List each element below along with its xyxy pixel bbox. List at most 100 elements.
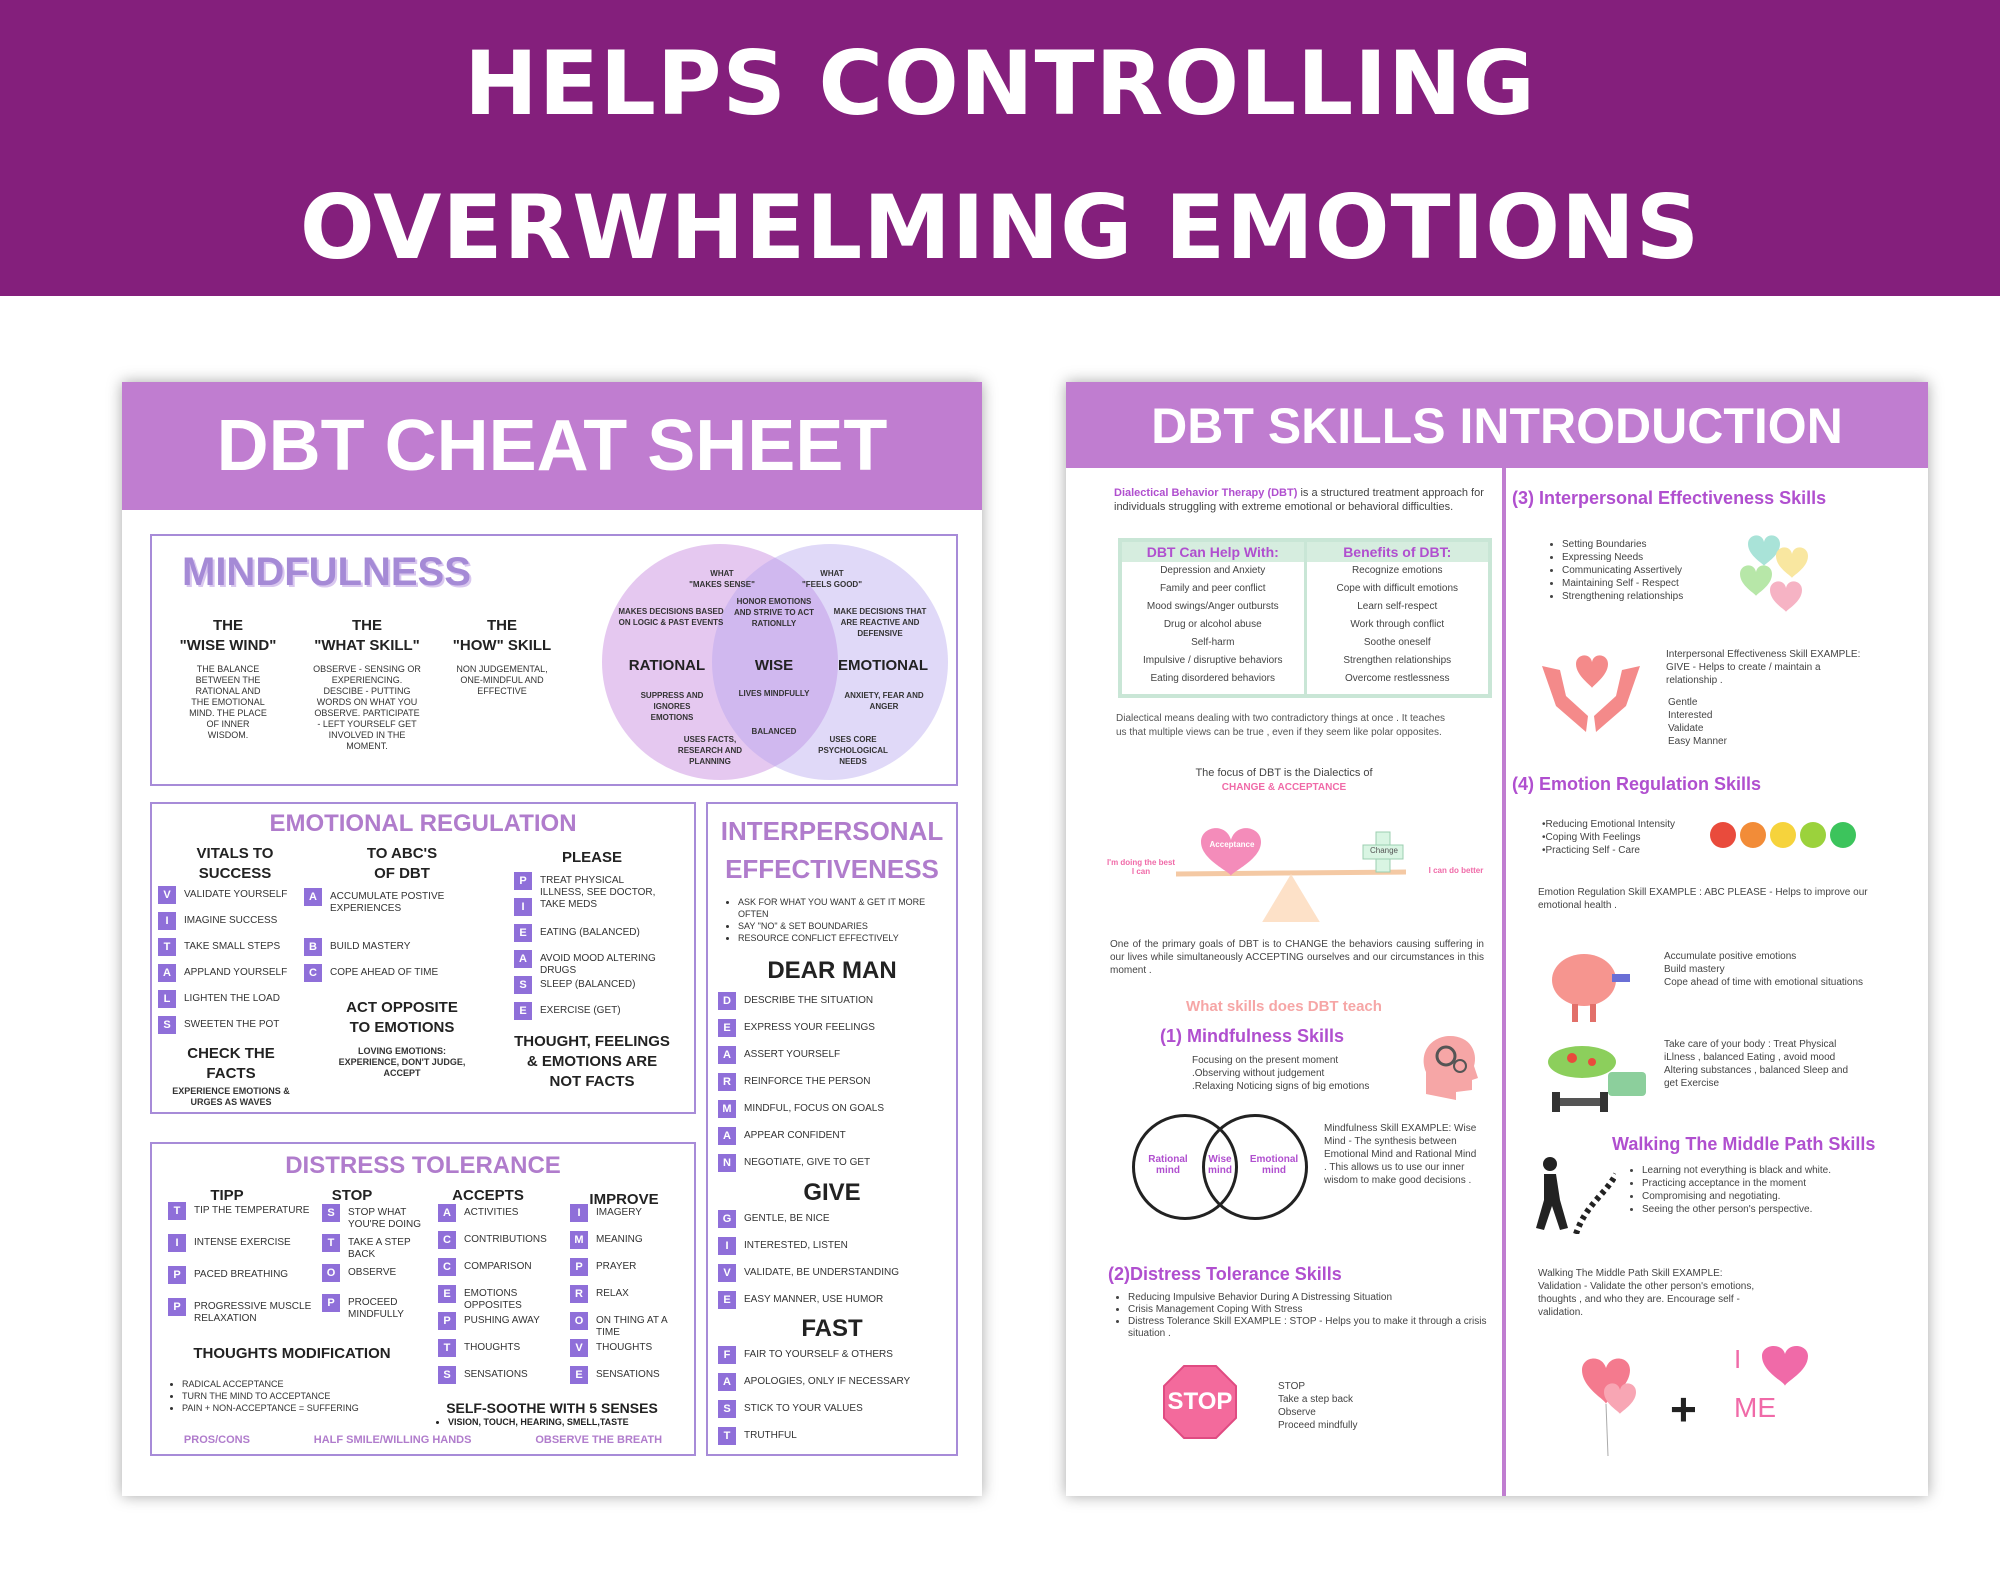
angry-face-icon xyxy=(1710,822,1736,848)
letter-box: I xyxy=(570,1204,588,1222)
please-text: Take care of your body : Treat Physical … xyxy=(1664,1039,1849,1089)
letter-text: NEGOTIATE, GIVE TO GET xyxy=(744,1157,871,1168)
banner-line-2: OVERWHELMING EMOTIONS xyxy=(299,176,1701,279)
footer-item: PROS/CONS xyxy=(183,1434,250,1446)
middle-path-list: Learning not everything is black and whi… xyxy=(1642,1164,1882,1216)
fast-head: FAST xyxy=(801,1315,863,1342)
dt-footer: PROS/CONS HALF SMILE/WILLING HANDS OBSER… xyxy=(152,1434,694,1446)
intro-body: is a structured treatment approach for i… xyxy=(1114,487,1484,513)
letter-text: TRUTHFUL xyxy=(744,1430,797,1441)
list-item: Setting Boundaries xyxy=(1562,538,1762,551)
list-item: RADICAL ACCEPTANCE xyxy=(182,1378,412,1390)
list-item: Learning not everything is black and whi… xyxy=(1642,1164,1882,1177)
letter-box: P xyxy=(168,1298,186,1316)
letter-text: TREAT PHYSICAL ILLNESS, SEE DOCTOR, TAKE… xyxy=(540,875,656,910)
letter-box: S xyxy=(718,1400,736,1418)
walking-path-icon xyxy=(1516,1154,1619,1236)
list-item: Practicing acceptance in the moment xyxy=(1642,1177,1882,1190)
help-benefits-table: DBT Can Help With: Depression and Anxiet… xyxy=(1118,538,1492,698)
emotion-skills-list: •Reducing Emotional Intensity•Coping Wit… xyxy=(1542,818,1742,857)
thoughts-modification-head: THOUGHTS MODIFICATION xyxy=(193,1345,391,1362)
group-head: VITALS TO SUCCESS xyxy=(196,845,274,882)
middle-path-head: Walking The Middle Path Skills xyxy=(1612,1134,1876,1154)
letter-text: REINFORCE THE PERSON xyxy=(744,1076,871,1087)
list-item: Seeing the other person's perspective. xyxy=(1642,1203,1882,1216)
letter-box: S xyxy=(322,1204,340,1222)
letter-text: SENSATIONS xyxy=(464,1369,528,1380)
letter-text: EMOTIONS OPPOSITES xyxy=(464,1288,522,1311)
letter-box: T xyxy=(718,1427,736,1445)
letter-row: T TRUTHFUL xyxy=(718,1427,948,1445)
emotional-regulation-section: EMOTIONAL REGULATION VITALS TO SUCCESS T… xyxy=(150,802,696,1114)
letter-text: GENTLE, BE NICE xyxy=(744,1213,830,1224)
accepts-head: ACCEPTS xyxy=(452,1187,524,1204)
heart-balloons-icon xyxy=(1574,1348,1650,1458)
column-head: THE "WISE WIND" xyxy=(179,617,277,654)
group-head: CHECK THE FACTS xyxy=(187,1045,275,1082)
letter-text: COPE AHEAD OF TIME xyxy=(330,967,439,978)
stop-head: STOP xyxy=(331,1187,373,1204)
focus-text: The focus of DBT is the Dialectics of xyxy=(1195,767,1373,779)
letter-box: E xyxy=(438,1285,456,1303)
column-head: THE "HOW" SKILL xyxy=(452,617,552,654)
tipp-head: TIPP xyxy=(210,1187,244,1204)
letter-text: THOUGHTS xyxy=(464,1342,521,1353)
me-text: ME xyxy=(1734,1392,1776,1423)
list-item: Take a step back xyxy=(1278,1394,1354,1405)
list-item: Depression and Anxiety xyxy=(1160,565,1266,576)
goals-text: One of the primary goals of DBT is to CH… xyxy=(1110,939,1484,976)
letter-text: APOLOGIES, ONLY IF NECESSARY xyxy=(744,1376,911,1387)
letter-text: VALIDATE, BE UNDERSTANDING xyxy=(744,1267,900,1278)
letter-box: T xyxy=(438,1339,456,1357)
list-item: Accumulate positive emotions xyxy=(1664,951,1797,962)
letter-text: CONTRIBUTIONS xyxy=(464,1234,547,1245)
dear-man-head: DEAR MAN xyxy=(767,957,897,984)
letter-box: I xyxy=(514,898,532,916)
letter-box: B xyxy=(304,938,322,956)
venn-label: HONOR EMOTIONS AND STRIVE TO ACT RATIONL… xyxy=(733,597,814,628)
footer-item: OBSERVE THE BREATH xyxy=(535,1434,663,1446)
list-item: Cope ahead of time with emotional situat… xyxy=(1664,977,1864,988)
dbt-skills-introduction: DBT SKILLS INTRODUCTION Dialectical Beha… xyxy=(1066,382,1928,1496)
what-teach: What skills does DBT teach xyxy=(1186,998,1382,1015)
brain-exercise-icon xyxy=(1542,944,1638,1030)
list-item: Self-harm xyxy=(1191,637,1235,648)
distress-tolerance-section: DISTRESS TOLERANCE TIPP STOP ACCEPTS IMP… xyxy=(150,1142,696,1456)
letter-box: E xyxy=(514,1002,532,1020)
letter-text: COMPARISON xyxy=(464,1261,532,1272)
distress-skills-list: Reducing Impulsive Behavior During A Dis… xyxy=(1128,1292,1488,1340)
section-title: INTERPERSONAL EFFECTIVENESS xyxy=(720,816,944,884)
list-item: Cope with difficult emotions xyxy=(1336,583,1459,594)
column-body: NON JUDGEMENTAL, ONE-MINDFUL AND EFFECTI… xyxy=(456,664,548,696)
list-item: RESOURCE CONFLICT EFFECTIVELY xyxy=(738,932,950,944)
letter-text: BUILD MASTERY xyxy=(330,941,411,952)
list-item: Easy Manner xyxy=(1668,736,1727,747)
list-item: .Observing without judgement xyxy=(1192,1068,1325,1079)
letter-text: ON THING AT A TIME xyxy=(596,1315,668,1338)
scale-left-label: I'm doing the best I can xyxy=(1106,858,1176,876)
section-title: DISTRESS TOLERANCE xyxy=(285,1152,561,1179)
letter-text: AVOID MOOD ALTERING DRUGS xyxy=(540,953,656,976)
letter-box: E xyxy=(570,1366,588,1384)
letter-box: R xyxy=(570,1285,588,1303)
venn-label: MAKE DECISIONS THAT ARE REACTIVE AND DEF… xyxy=(833,607,927,638)
letter-text: PRAYER xyxy=(596,1261,637,1272)
sheet-title: DBT SKILLS INTRODUCTION xyxy=(1066,382,1928,468)
list-item: Eating disordered behaviors xyxy=(1150,673,1276,684)
letter-box: P xyxy=(168,1266,186,1284)
